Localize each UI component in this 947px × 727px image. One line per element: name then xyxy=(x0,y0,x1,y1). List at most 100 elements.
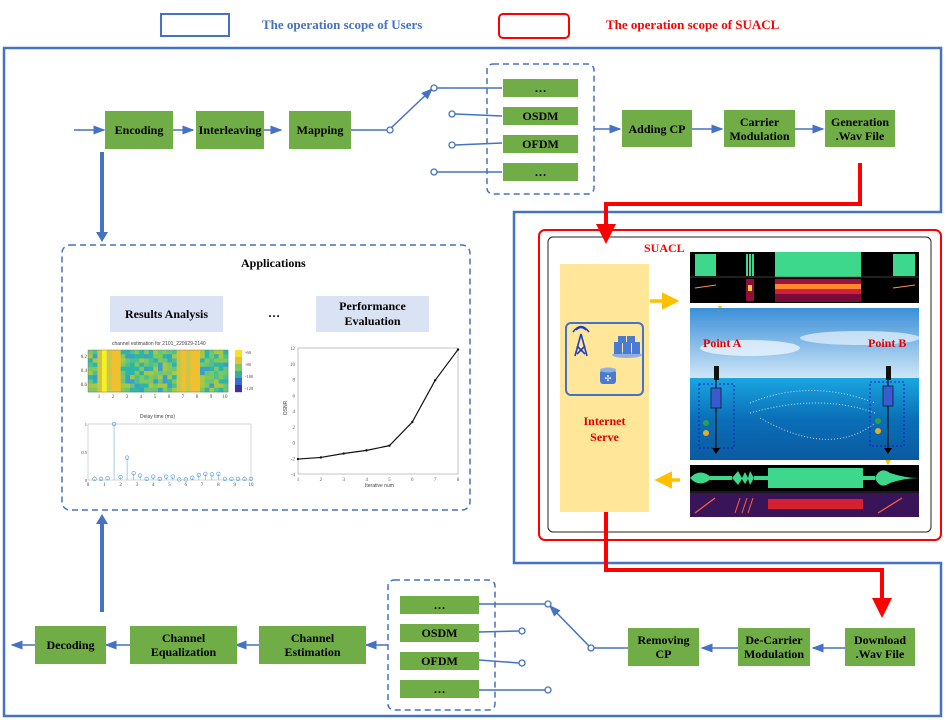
tx-modulation-option-more-top[interactable]: … xyxy=(503,79,578,97)
heatmap-cell xyxy=(181,387,187,393)
stem-x-tick: 8 xyxy=(217,483,220,488)
heatmap-cell xyxy=(190,375,196,380)
rx-modulation-option-osdm[interactable]: OSDM xyxy=(400,624,479,642)
received-signal-waveform xyxy=(690,465,919,517)
heatmap-cell xyxy=(139,354,145,359)
stem-point xyxy=(92,476,97,481)
heatmap-cell xyxy=(139,387,145,393)
heatmap-cell xyxy=(158,387,163,393)
heatmap-cell xyxy=(153,375,159,380)
heatmap-cell xyxy=(218,366,224,372)
heatmap-cell xyxy=(130,350,135,355)
heatmap-cell xyxy=(148,366,154,372)
adding-cp-block[interactable]: Adding CP xyxy=(622,110,692,147)
heatmap-cell xyxy=(186,362,191,368)
heatmap-cell xyxy=(144,358,149,363)
decoding-block[interactable]: Decoding xyxy=(35,626,106,664)
line-ylabel: OSNR xyxy=(283,400,290,416)
heatmap-cell xyxy=(92,354,98,359)
transmit-signal-spectrogram xyxy=(690,252,919,303)
heatmap-cell xyxy=(162,358,168,363)
de-carrier-label-1: De-Carrier xyxy=(745,633,803,647)
heatmap-cell xyxy=(176,379,182,384)
heatmap-cell xyxy=(204,379,210,384)
heatmap-cell xyxy=(172,387,177,393)
adding-cp-label: Adding CP xyxy=(628,121,686,136)
de-carrier-modulation-block[interactable]: De-Carrier Modulation xyxy=(738,628,810,666)
interleaving-block[interactable]: Interleaving xyxy=(196,111,264,149)
heatmap-cell xyxy=(181,366,187,372)
heatmap-cell xyxy=(134,362,140,368)
heatmap-cell xyxy=(106,383,112,389)
heatmap-cell xyxy=(144,350,149,355)
colorbar-segment xyxy=(235,385,242,393)
heatmap-cell xyxy=(218,387,224,393)
stem-point xyxy=(170,474,175,479)
heatmap-cell xyxy=(102,354,107,359)
generation-wav-file-block[interactable]: Generation .Wav File xyxy=(825,110,895,147)
internet-server-panel[interactable] xyxy=(560,264,649,512)
channel-estimation-block[interactable]: Channel Estimation xyxy=(259,626,366,664)
rx-modulation-option-ofdm[interactable]: OFDM xyxy=(400,652,479,670)
heatmap-cell xyxy=(125,371,131,376)
heatmap-cell xyxy=(214,387,219,393)
heatmap-cell xyxy=(209,358,215,363)
heatmap-cell xyxy=(97,383,103,389)
heatmap-cell xyxy=(204,375,210,380)
heatmap-cell xyxy=(148,387,154,393)
performance-evaluation-box[interactable]: Performance Evaluation xyxy=(316,296,429,332)
heatmap-cell xyxy=(125,387,131,393)
heatmap-cell xyxy=(130,387,135,393)
tx-modulation-option-more-bottom[interactable]: … xyxy=(503,163,578,181)
rx-modulation-option-more-bottom[interactable]: … xyxy=(400,680,479,698)
line-x-tick: 6 xyxy=(411,478,414,483)
carrier-modulation-label-2: Modulation xyxy=(729,128,790,143)
heatmap-cell xyxy=(92,383,98,389)
heatmap-cell xyxy=(88,358,93,363)
heatmap-cell xyxy=(158,371,163,376)
heatmap-cell xyxy=(111,358,117,363)
heatmap-cell xyxy=(167,375,173,380)
heatmap-cell xyxy=(153,350,159,355)
channel-equalization-block[interactable]: Channel Equalization xyxy=(130,626,237,664)
heatmap-cell xyxy=(218,354,224,359)
suacl-inner-border xyxy=(547,236,932,533)
stem-x-tick: 9 xyxy=(233,483,236,488)
mapping-block[interactable]: Mapping xyxy=(289,111,351,149)
line-y-tick: 8 xyxy=(293,379,296,384)
heatmap-cell xyxy=(116,354,121,359)
applications-ellipsis: … xyxy=(268,306,280,320)
heatmap-cell xyxy=(125,358,131,363)
heatmap-cell xyxy=(106,358,112,363)
heatmap-cell xyxy=(88,350,93,355)
encoding-block[interactable]: Encoding xyxy=(105,111,173,149)
heatmap-cell xyxy=(167,362,173,368)
heatmap-cell xyxy=(176,387,182,393)
tx-modulation-option-ofdm[interactable]: OFDM xyxy=(503,135,578,153)
heatmap-cell xyxy=(200,375,205,380)
heatmap-cell xyxy=(176,350,182,355)
heatmap-y-tick: 0.4 xyxy=(81,369,88,374)
heatmap-cell xyxy=(223,358,229,363)
download-wav-file-block[interactable]: Download .Wav File xyxy=(845,628,915,666)
heatmap-cell xyxy=(102,379,107,384)
heatmap-cell xyxy=(134,354,140,359)
tx-modulation-option-osdm[interactable]: OSDM xyxy=(503,107,578,125)
heatmap-cell xyxy=(125,379,131,384)
heatmap-cell xyxy=(97,350,103,355)
heatmap-cell xyxy=(209,387,215,393)
heatmap-cell xyxy=(158,350,163,355)
line-y-tick: -2 xyxy=(291,457,296,462)
heatmap-cell xyxy=(148,350,154,355)
rx-modulation-option-more-top[interactable]: … xyxy=(400,596,479,614)
heatmap-cell xyxy=(200,358,205,363)
heatmap-cell xyxy=(172,358,177,363)
heatmap-cell xyxy=(200,379,205,384)
heatmap-cell xyxy=(167,358,173,363)
heatmap-cell xyxy=(181,358,187,363)
removing-cp-block[interactable]: Removing CP xyxy=(628,628,699,666)
stem-frame xyxy=(87,423,252,481)
heatmap-cell xyxy=(148,362,154,368)
carrier-modulation-block[interactable]: Carrier Modulation xyxy=(724,110,795,147)
results-analysis-box[interactable]: Results Analysis xyxy=(110,296,223,332)
